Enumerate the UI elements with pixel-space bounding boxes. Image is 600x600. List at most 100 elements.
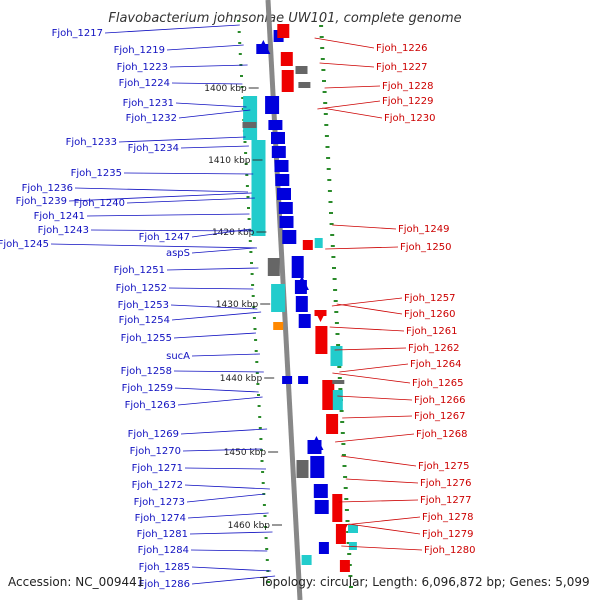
gc-mark [255, 372, 259, 374]
callout-line [123, 172, 254, 175]
plus-strand-feature [282, 230, 297, 244]
gene-label: Fjoh_1269 [128, 429, 179, 440]
minus-strand-feature [332, 494, 343, 522]
plus-strand-feature [318, 542, 329, 554]
callout-line [171, 82, 243, 85]
gc-mark [255, 361, 259, 363]
gene-label: Fjoh_1262 [408, 343, 459, 354]
gc-mark [262, 504, 266, 506]
gc-mark [329, 212, 333, 214]
gc-mark [249, 251, 253, 253]
gc-mark [256, 383, 260, 385]
gene-label: sucA [166, 351, 190, 362]
callout-line [191, 353, 261, 357]
plus-strand-feature [271, 132, 285, 144]
plus-strand-feature [265, 96, 280, 114]
callout-line [332, 224, 397, 230]
callout-line [175, 102, 247, 108]
gene-label: Fjoh_1224 [119, 78, 170, 89]
gene-label: Fjoh_1231 [123, 98, 174, 109]
callout-line [74, 187, 249, 193]
gene-label: Fjoh_1249 [398, 224, 449, 235]
callout-line [166, 267, 259, 271]
gc-mark [258, 427, 262, 429]
gene-label: Fjoh_1239 [16, 196, 67, 207]
gc-mark [259, 449, 263, 451]
gene-label: Fjoh_1252 [116, 283, 167, 294]
feature-block [243, 96, 258, 140]
callout-line [169, 64, 248, 68]
gc-mark [260, 460, 264, 462]
callout-line [126, 197, 255, 204]
feature-block [296, 460, 309, 478]
plus-strand-feature [298, 376, 309, 384]
gene-label: Fjoh_1268 [416, 429, 467, 440]
gc-mark [339, 410, 344, 412]
gene-label: Fjoh_1230 [384, 113, 435, 124]
gene-label: Fjoh_1254 [119, 315, 170, 326]
callout-line [86, 213, 250, 217]
gene-label: Fjoh_1233 [66, 137, 117, 148]
gc-mark [240, 86, 244, 88]
callout-line [342, 415, 413, 419]
gene-label: aspS [166, 248, 190, 259]
gc-mark [261, 482, 265, 484]
gene-label: Fjoh_1253 [118, 300, 169, 311]
gc-mark [343, 487, 348, 489]
callout-line [348, 523, 421, 535]
kbp-tick-label: 1440 kbp [220, 374, 263, 384]
gc-mark [338, 388, 343, 390]
gc-mark [328, 201, 333, 203]
feature-block [271, 284, 286, 312]
callout-line [337, 395, 413, 401]
callout-line [317, 100, 381, 110]
callout-line [335, 433, 415, 443]
plus-strand-feature [314, 500, 329, 514]
feature-track [242, 24, 358, 572]
gc-mark [238, 53, 242, 55]
feature-block [273, 322, 284, 330]
gc-mark [250, 262, 253, 264]
callout-line [343, 516, 421, 526]
gc-mark [252, 317, 256, 319]
gene-label: Fjoh_1255 [121, 333, 172, 344]
callout-line [191, 247, 255, 254]
callout-line [166, 44, 244, 51]
gc-mark [323, 102, 328, 104]
gene-label: Fjoh_1234 [128, 143, 179, 154]
minus-strand-feature [302, 240, 313, 250]
gc-mark [257, 405, 261, 407]
gene-label: Fjoh_1278 [422, 512, 473, 523]
callout-line [180, 145, 249, 149]
callout-line [173, 332, 257, 339]
gene-label: Fjoh_1228 [382, 81, 433, 92]
gc-mark [253, 328, 257, 330]
gene-label: Fjoh_1232 [126, 113, 177, 124]
gc-mark [246, 196, 250, 198]
feature-block [242, 122, 257, 128]
callout-line [174, 387, 259, 393]
gc-mark [330, 245, 335, 247]
gc-mark [327, 190, 332, 192]
callout-line [182, 448, 263, 452]
callout-line [338, 499, 419, 503]
minus-strand-feature [339, 560, 350, 572]
gene-label: Fjoh_1217 [52, 28, 103, 39]
gc-mark [244, 152, 248, 154]
minus-strand-feature [335, 524, 346, 544]
minus-strand-feature [280, 52, 293, 66]
gene-label: Fjoh_1275 [418, 461, 469, 472]
plus-arrow [294, 276, 309, 290]
gc-mark [334, 311, 339, 313]
kbp-tick-label: 1410 kbp [208, 156, 251, 166]
callout-line [187, 512, 269, 519]
feature-block [332, 390, 343, 410]
callout-line [345, 478, 419, 484]
gc-mark [264, 526, 268, 528]
gc-mark [319, 36, 324, 38]
gene-label: Fjoh_1279 [422, 529, 473, 540]
right-gene-labels: Fjoh_1226Fjoh_1227Fjoh_1228Fjoh_1229Fjoh… [376, 43, 475, 556]
gc-mark [323, 113, 328, 115]
plus-strand-feature [271, 146, 286, 158]
callout-line [186, 493, 265, 503]
